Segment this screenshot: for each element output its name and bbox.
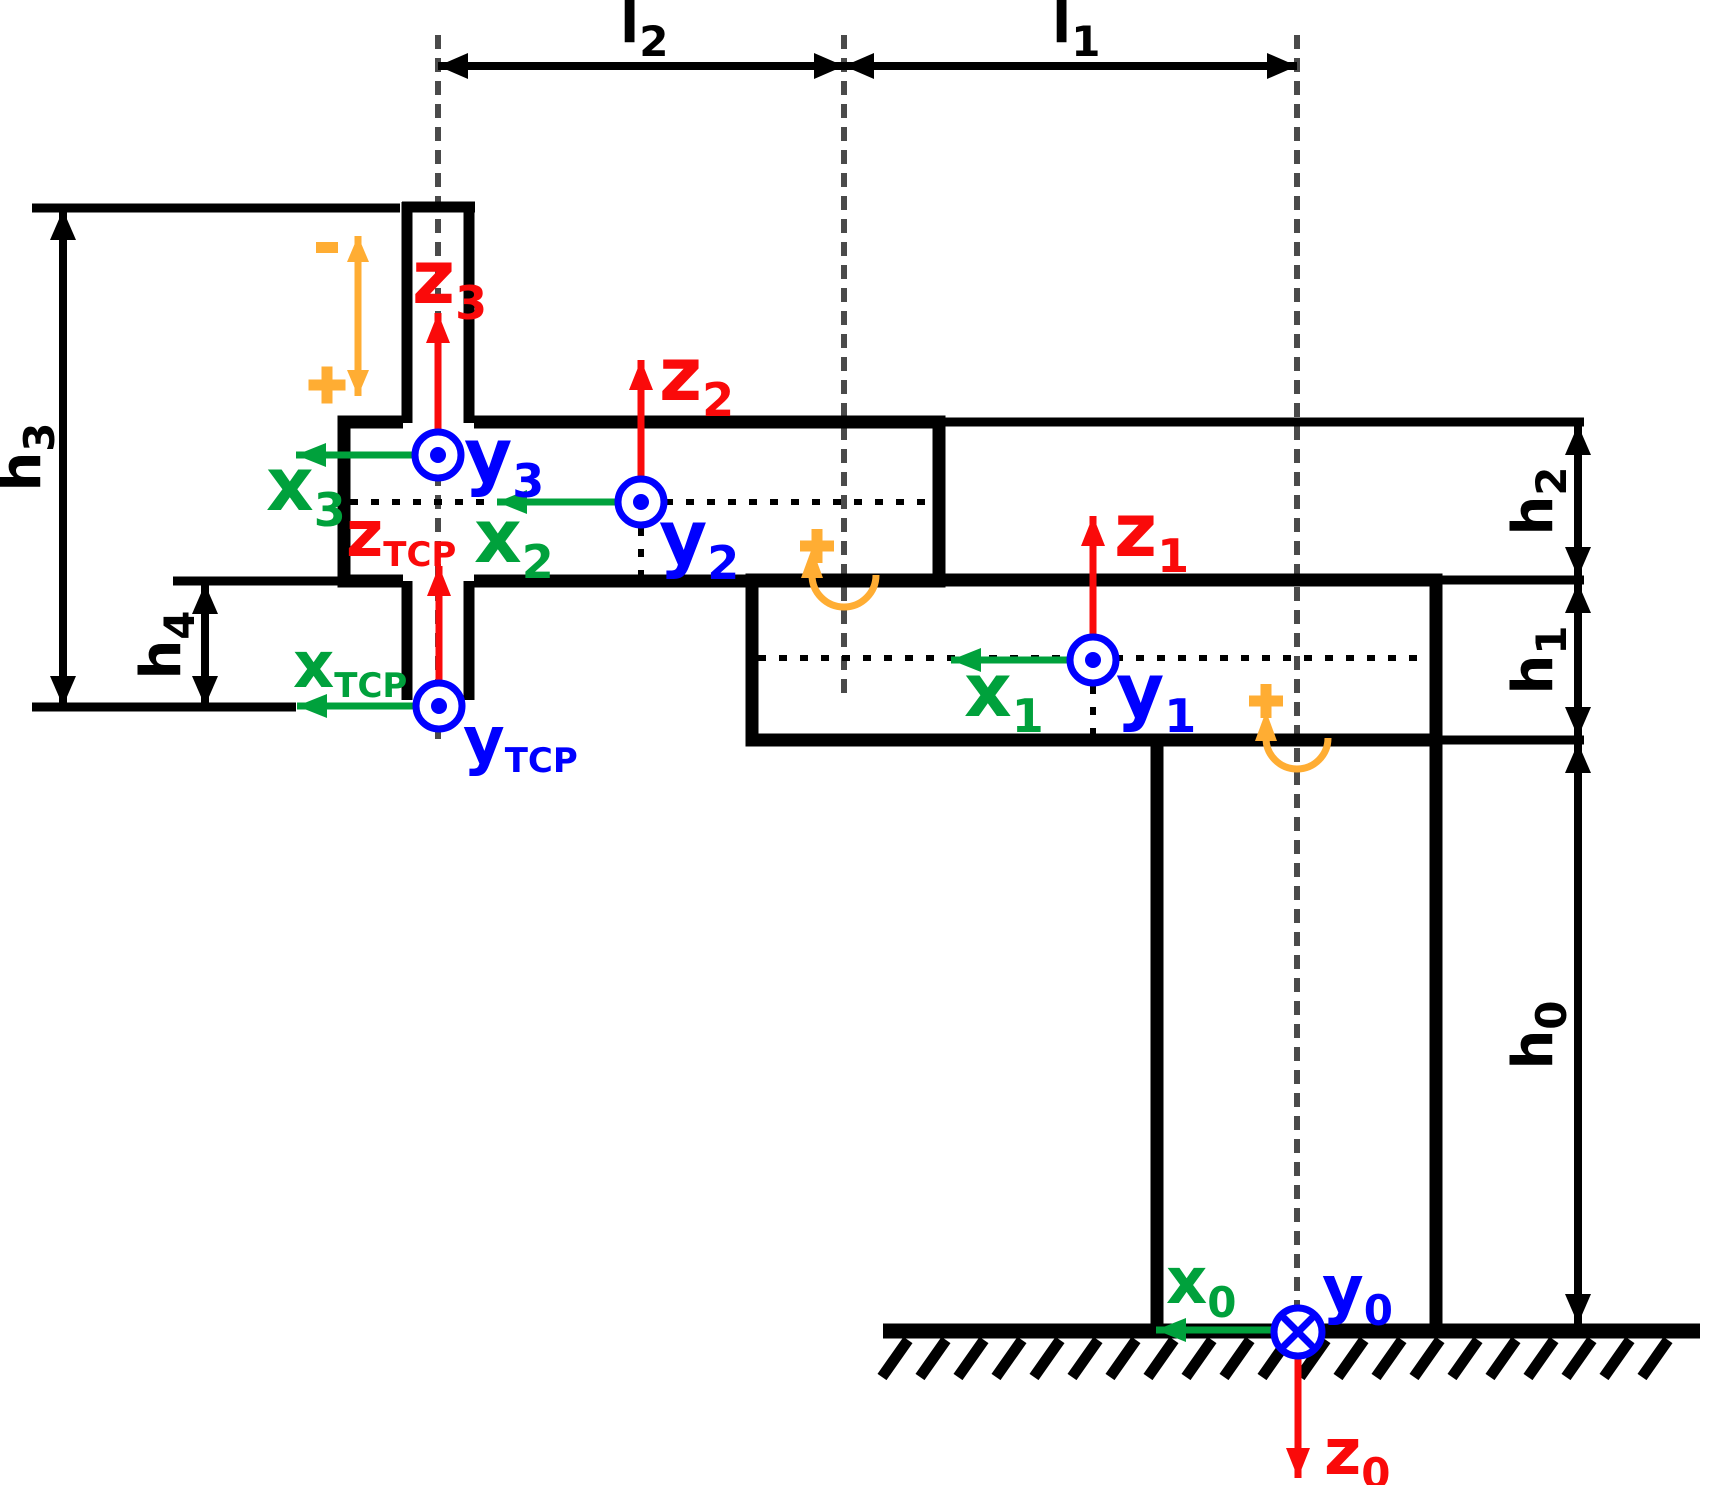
- z0-label: z0: [1324, 1416, 1390, 1485]
- ground-hatch-stroke-9: [1219, 1336, 1255, 1381]
- prismatic-minus-sign: [316, 242, 338, 253]
- h0-dimension-arrow-head-end: [1565, 1294, 1591, 1324]
- joint1-rotation-arc: [1262, 737, 1332, 773]
- joint2-rotation-arc: [808, 574, 880, 611]
- joint1-plus-sign: [1260, 684, 1272, 718]
- xtcp-axis-arrow-head: [297, 694, 327, 718]
- ground-hatch-stroke-18: [1561, 1336, 1597, 1381]
- ground-hatch-stroke-17: [1523, 1336, 1559, 1381]
- ground-hatch-stroke-13: [1371, 1336, 1407, 1381]
- x0-label: x0: [1166, 1245, 1237, 1327]
- y1-label: y1: [1116, 648, 1196, 743]
- xtcp-label: xTCP: [293, 629, 407, 706]
- l1-label: l1: [1052, 0, 1100, 66]
- h0-label: h0: [1501, 1000, 1576, 1069]
- h0-dimension-arrow-head-start: [1565, 743, 1591, 773]
- ground-hatch-stroke-6: [1105, 1336, 1141, 1381]
- ground-hatch-stroke-14: [1409, 1336, 1445, 1381]
- y0-label: y0: [1322, 1253, 1393, 1335]
- h1-label: h1: [1501, 625, 1576, 694]
- h2-label: h2: [1501, 466, 1576, 535]
- prismatic-direction-arrow-head2: [347, 370, 369, 396]
- ground-hatch-stroke-16: [1485, 1336, 1521, 1381]
- h4-dimension-arrow-head-end: [192, 676, 218, 706]
- z3-label: z3: [412, 235, 487, 330]
- ground-hatch-stroke-7: [1143, 1336, 1179, 1381]
- ground-hatch-stroke-2: [953, 1336, 989, 1381]
- l2-label: l2: [620, 0, 668, 66]
- ground-hatch-stroke-8: [1181, 1336, 1217, 1381]
- x3-label: x3: [266, 442, 346, 537]
- prismatic-plus-sign: [321, 366, 333, 404]
- z0-axis-arrow-head: [1286, 1448, 1310, 1478]
- h2-dimension-arrow-head-start: [1565, 425, 1591, 455]
- x0-axis-arrow-head: [1156, 1318, 1186, 1342]
- ztcp-axis-arrow-head: [427, 566, 451, 596]
- ground-hatch-stroke-4: [1029, 1336, 1065, 1381]
- l1-dimension-arrow-head-start: [844, 53, 874, 79]
- h3-dimension-arrow-head-end: [50, 676, 76, 706]
- x2-label: x2: [474, 494, 554, 589]
- ground-hatch-stroke-5: [1067, 1336, 1103, 1381]
- z1-axis-arrow-head: [1081, 516, 1105, 546]
- x1-axis-arrow-head: [951, 648, 981, 672]
- z2-label: z2: [659, 332, 734, 427]
- y2-out-of-page-symbol-dot: [633, 494, 649, 510]
- l1-dimension-arrow-head-end: [1267, 53, 1297, 79]
- h2-dimension-arrow-head-end: [1565, 547, 1591, 577]
- ground-hatch-stroke-12: [1333, 1336, 1369, 1381]
- joint1-rotation-arc-arrowhead: [1255, 711, 1277, 741]
- z1-label: z1: [1114, 488, 1189, 583]
- h3-dimension-arrow-head-start: [50, 210, 76, 240]
- h4-label: h4: [129, 610, 204, 679]
- ground-hatch-stroke-19: [1599, 1336, 1635, 1381]
- ytcp-out-of-page-symbol-dot: [431, 698, 447, 714]
- joint2-plus-sign: [811, 529, 823, 563]
- ground-hatch-stroke-1: [915, 1336, 951, 1381]
- ground-hatch-stroke-3: [991, 1336, 1027, 1381]
- x3-axis-arrow-head: [296, 443, 326, 467]
- y1-out-of-page-symbol-dot: [1085, 652, 1101, 668]
- ground-hatch-stroke-0: [877, 1336, 913, 1381]
- ytcp-label: yTCP: [463, 704, 578, 781]
- h1-dimension-arrow-head-end: [1565, 707, 1591, 737]
- y3-out-of-page-symbol-dot: [430, 447, 446, 463]
- h3-label: h3: [0, 422, 64, 491]
- ground-hatch-stroke-15: [1447, 1336, 1483, 1381]
- y3-label: y3: [464, 413, 544, 508]
- ground-hatch-stroke-11: [1295, 1336, 1331, 1381]
- ground-hatch-stroke-20: [1637, 1336, 1673, 1381]
- h4-dimension-arrow-head-start: [192, 584, 218, 614]
- z3-axis-arrow-head: [426, 313, 450, 343]
- y0-into-page-symbol-cross-2: [1280, 1314, 1316, 1350]
- ztcp-label: zTCP: [346, 498, 456, 575]
- x1-label: x1: [964, 648, 1044, 743]
- l2-dimension-arrow-head-start: [438, 53, 468, 79]
- z2-axis-arrow-head: [629, 360, 653, 390]
- prismatic-direction-arrow-head: [347, 236, 369, 262]
- y2-label: y2: [659, 495, 739, 590]
- l2-dimension-arrow-head-end: [814, 53, 844, 79]
- h1-dimension-arrow-head-start: [1565, 583, 1591, 613]
- x2-axis-arrow-head: [497, 490, 527, 514]
